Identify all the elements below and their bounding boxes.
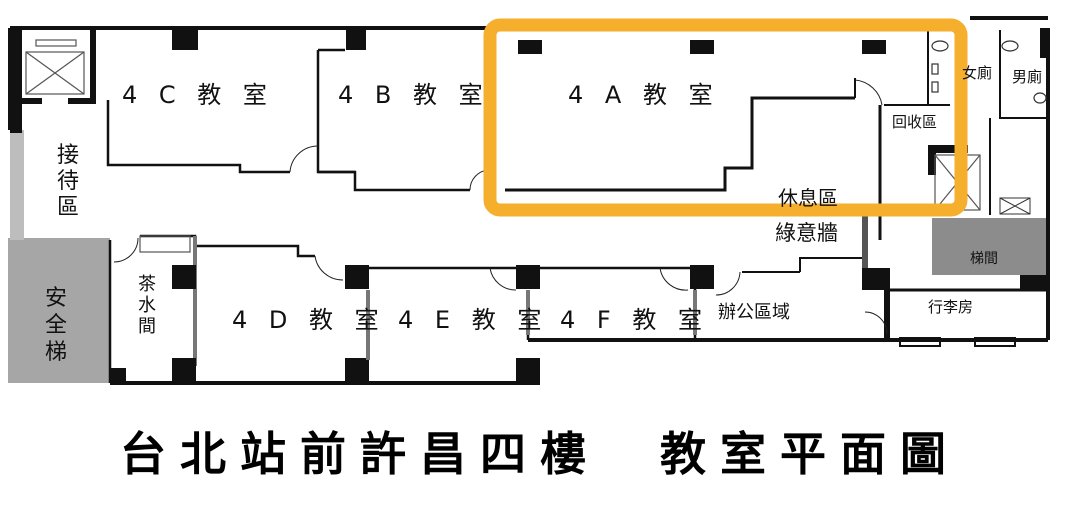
toilet-icons	[931, 40, 1047, 104]
pantry-label: 茶	[138, 274, 156, 295]
reception-label: 接	[57, 143, 79, 168]
reception-strip	[10, 130, 24, 240]
safety-stairs-label: 全	[45, 313, 67, 338]
stairwell-label: 梯間	[970, 251, 998, 267]
luggage-room-label[interactable]: 行李房	[928, 298, 973, 316]
room-label-4b[interactable]: 4 B 教 室	[338, 81, 490, 109]
floor-plan: 4 C 教 室 4 B 教 室 4 A 教 室 4 D 教 室 4 E 教 室 …	[8, 16, 1050, 385]
waiting-area-label: 休息區	[778, 186, 838, 210]
room-label-4d[interactable]: 4 D 教 室	[232, 306, 386, 334]
pantry-label: 水	[138, 295, 156, 316]
safety-stairs-label: 梯	[45, 340, 67, 365]
room-label-4e[interactable]: 4 E 教 室	[398, 306, 548, 334]
womens-restroom-label: 女廁	[962, 64, 992, 82]
recycling-label: 回收區	[892, 113, 937, 131]
highlight-box-4a[interactable]	[483, 18, 968, 217]
office-label[interactable]: 辦公區域	[718, 302, 790, 323]
green-wall-label: 綠意牆	[775, 221, 838, 245]
reception-label: 待	[57, 169, 79, 194]
elevator-left-icon	[25, 39, 85, 95]
safety-stairs-area[interactable]	[8, 238, 110, 383]
luggage-x-icon	[999, 197, 1031, 215]
reception-label: 區	[57, 195, 79, 220]
mens-restroom-label: 男廁	[1012, 68, 1042, 86]
page-title: 台北站前許昌四樓 教室平面圖	[119, 427, 961, 481]
room-label-4f[interactable]: 4 F 教 室	[560, 306, 709, 334]
room-label-4a[interactable]: 4 A 教 室	[568, 81, 720, 109]
room-label-4c[interactable]: 4 C 教 室	[122, 81, 274, 109]
stairwell-area[interactable]	[932, 218, 1047, 275]
pantry-label: 間	[138, 316, 156, 337]
safety-stairs-label: 安	[45, 286, 67, 311]
